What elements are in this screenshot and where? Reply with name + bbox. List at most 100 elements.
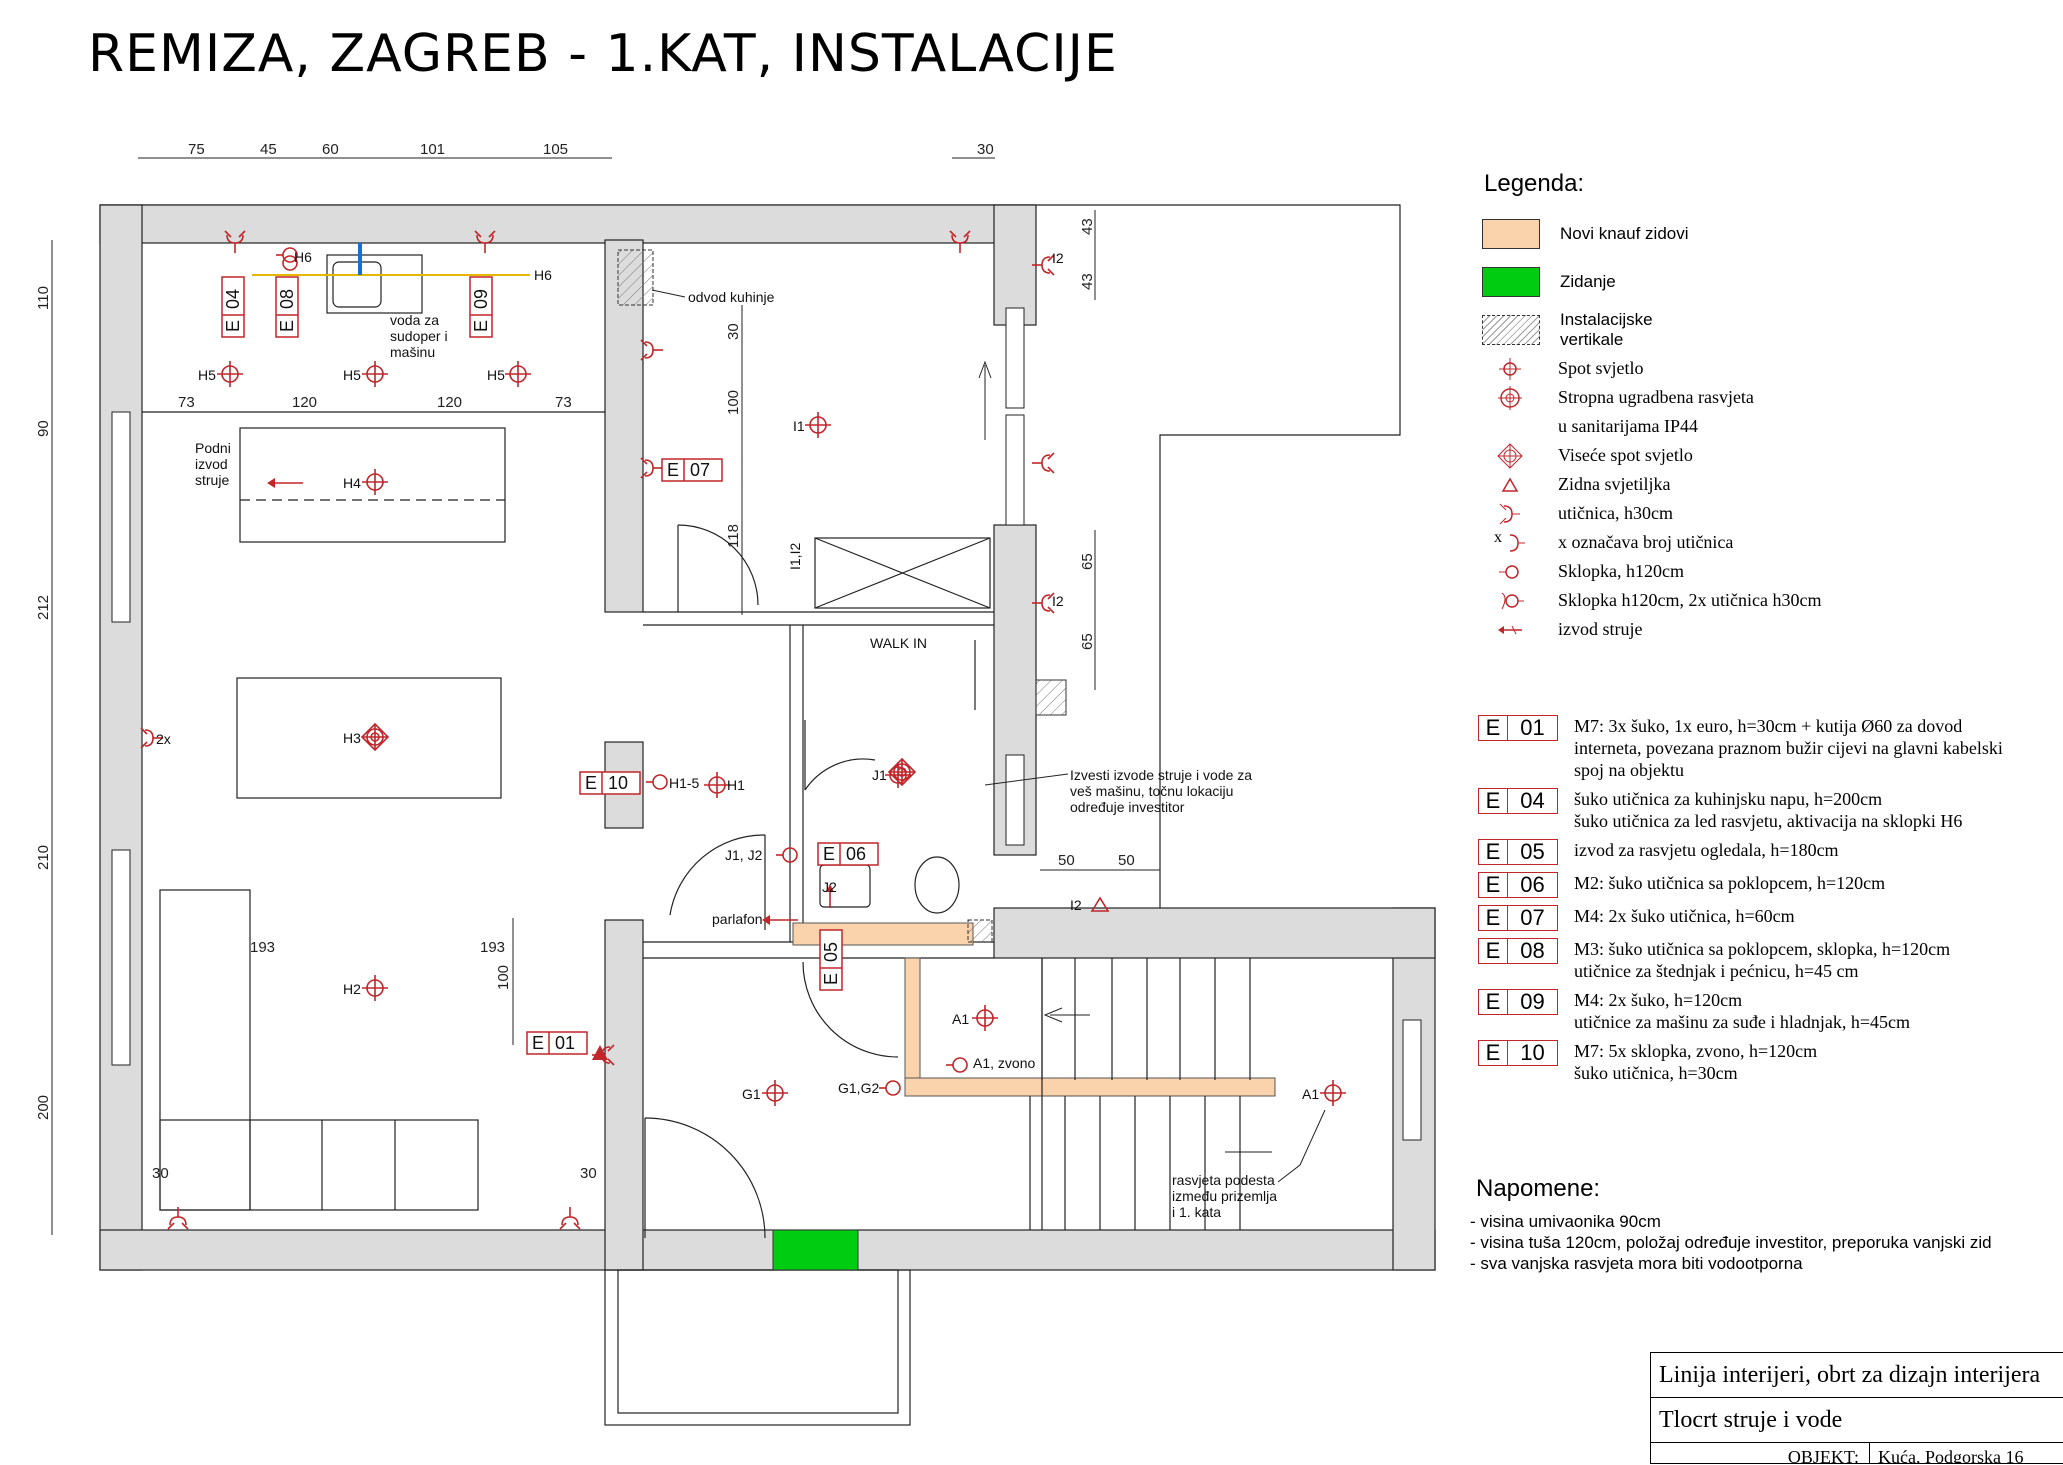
parlafon-label: parlafon [712,911,763,927]
legend-swatch-label: Novi knauf zidovi [1560,224,1689,243]
wall-lamp-icon [592,1045,608,1060]
code-letter: E [1479,716,1508,740]
dimension-label: 193 [250,939,275,956]
walls [99,204,1436,1271]
dimension-label: 105 [543,141,568,158]
dimension-label: 120 [437,394,462,411]
dimension-label: 30 [725,323,742,340]
fixture-label: H5 [198,367,216,383]
code-letter: E [1479,990,1508,1014]
fixture-label: H2 [343,981,361,997]
power-outlet-icon [762,915,798,925]
code-letter: E [1479,789,1508,813]
legend-heading: Legenda: [1484,170,1585,197]
knauf-wall [904,957,921,1079]
company-name: Linija interijeri, obrt za dizajn interi… [1651,1353,2063,1398]
wall-lamp-icon [1090,896,1110,912]
dimension-label: 30 [580,1165,597,1182]
furniture [159,254,1251,1239]
fixture-label: I2 [1070,897,1082,913]
circuit-tag-e08: E08 [275,276,299,338]
title-block: Linija interijeri, obrt za dizajn interi… [1650,1352,2063,1464]
spot-light-icon [761,1079,789,1107]
odvod-label: odvod kuhinje [688,289,775,305]
code-description: M4: 2x šuko, h=120cm utičnice za mašinu … [1574,990,1911,1032]
ceiling-light-icon [1482,384,1538,412]
tag-number: 09 [471,289,491,309]
switch-icon [946,1057,968,1073]
code-letter: E [1479,840,1508,864]
note-item: - sva vanjska rasvjeta mora biti vodootp… [1470,1254,1803,1273]
switch-icon [646,774,668,790]
dimension-lines [51,157,1160,1235]
dimension-label: 65 [1079,633,1096,650]
dimension-label: 100 [725,390,742,415]
pendant-spot-icon [1482,442,1538,470]
voda-label-3: mašinu [390,344,435,360]
legend-symbol-label: u sanitarijama IP44 [1558,416,1698,436]
spot-icon [1482,355,1538,383]
tag-number: 04 [223,289,243,309]
knauf-wall [904,1077,1276,1097]
rasvjeta-label-2: između prizemlja [1172,1188,1277,1204]
dimension-label: 210 [35,845,52,870]
code-tag: E 01 [1478,715,1558,741]
fixture-label: J2 [822,879,837,895]
legend-swatch-row: Zidanje [1470,258,2060,306]
legend-symbol-row: Viseće spot svjetlo [1470,441,2060,470]
legend-symbol-label: Spot svjetlo [1558,358,1644,378]
code-number: 05 [1520,839,1545,864]
zidanje-swatch [1482,267,1540,297]
fixture-label: I1 [793,418,805,434]
legend-symbol-row: utičnica, h30cm [1470,499,2060,528]
legend-swatch-label: Instalacijske vertikale [1560,310,1653,349]
socket-icon [640,457,664,479]
tag-letter: E [821,973,841,985]
objekt-label: OBJEKT: [1659,1443,1870,1463]
fixture-label: I2 [1052,593,1064,609]
pendant-spot-icon [361,723,389,751]
dimension-label: 110 [35,286,52,310]
spot-light-icon [361,468,389,496]
dimension-label: 45 [260,141,277,158]
switch-icon [276,247,298,263]
fixture-label: G1 [742,1086,761,1102]
rasvjeta-label-3: i 1. kata [1172,1204,1221,1220]
fixture-label: A1, zvono [973,1055,1035,1071]
socket-icon [1482,500,1538,528]
tag-number: 06 [846,844,866,864]
code-number: 06 [1520,872,1545,897]
socket-count-icon: x [1482,529,1538,557]
code-description: izvod za rasvjetu ogledala, h=180cm [1574,840,1839,860]
code-description: M3: šuko utičnica sa poklopcem, sklopka,… [1574,939,1951,981]
legend-symbol-label: izvod struje [1558,619,1643,639]
izvesti-label-3: određuje investitor [1070,799,1185,815]
tag-number: 07 [690,460,710,480]
code-row: E 05 izvod za rasvjetu ogledala, h=180cm [1478,839,2063,865]
code-number: 01 [1520,715,1545,740]
spot-light-icon [1319,1079,1347,1107]
dimension-label: 118 [725,524,742,548]
notes-heading: Napomene: [1476,1175,1601,1202]
legend-swatch-row: Novi knauf zidovi [1470,210,2060,258]
dimension-label: 30 [152,1165,169,1182]
switch-icon [776,847,798,863]
voda-label-1: voda za [390,312,439,328]
socket-icon [1031,452,1055,474]
